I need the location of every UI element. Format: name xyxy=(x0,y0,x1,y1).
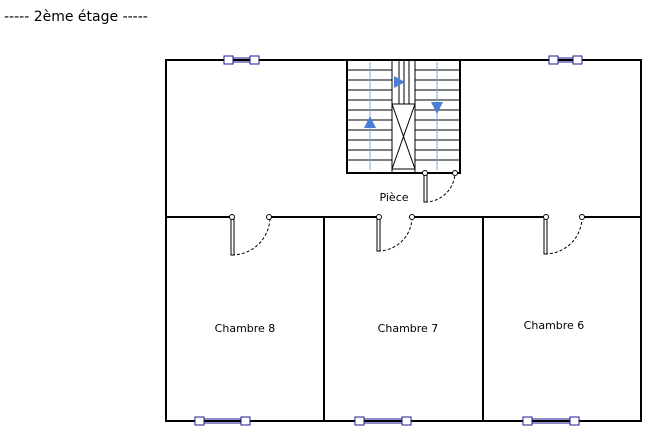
door-chambre-7 xyxy=(376,214,415,252)
stair-right-arrow-icon xyxy=(394,76,405,88)
stair-up-arrow-icon xyxy=(364,62,376,170)
window xyxy=(223,55,260,65)
staircase xyxy=(346,59,461,174)
door-stair xyxy=(422,170,458,203)
door-chambre-6 xyxy=(543,214,585,255)
room-label-chambre-8: Chambre 8 xyxy=(215,322,276,335)
stair-down-arrow-icon xyxy=(431,62,443,170)
floor-title: ----- 2ème étage ----- xyxy=(4,9,148,25)
room-label-chambre-6: Chambre 6 xyxy=(524,319,585,332)
outer-wall xyxy=(165,59,642,422)
window xyxy=(194,416,251,426)
room-label-chambre-7: Chambre 7 xyxy=(378,322,439,335)
window xyxy=(522,416,580,426)
window xyxy=(548,55,583,65)
room-label-hall: Pièce xyxy=(379,191,408,204)
door-chambre-8 xyxy=(229,214,272,256)
window xyxy=(354,416,412,426)
